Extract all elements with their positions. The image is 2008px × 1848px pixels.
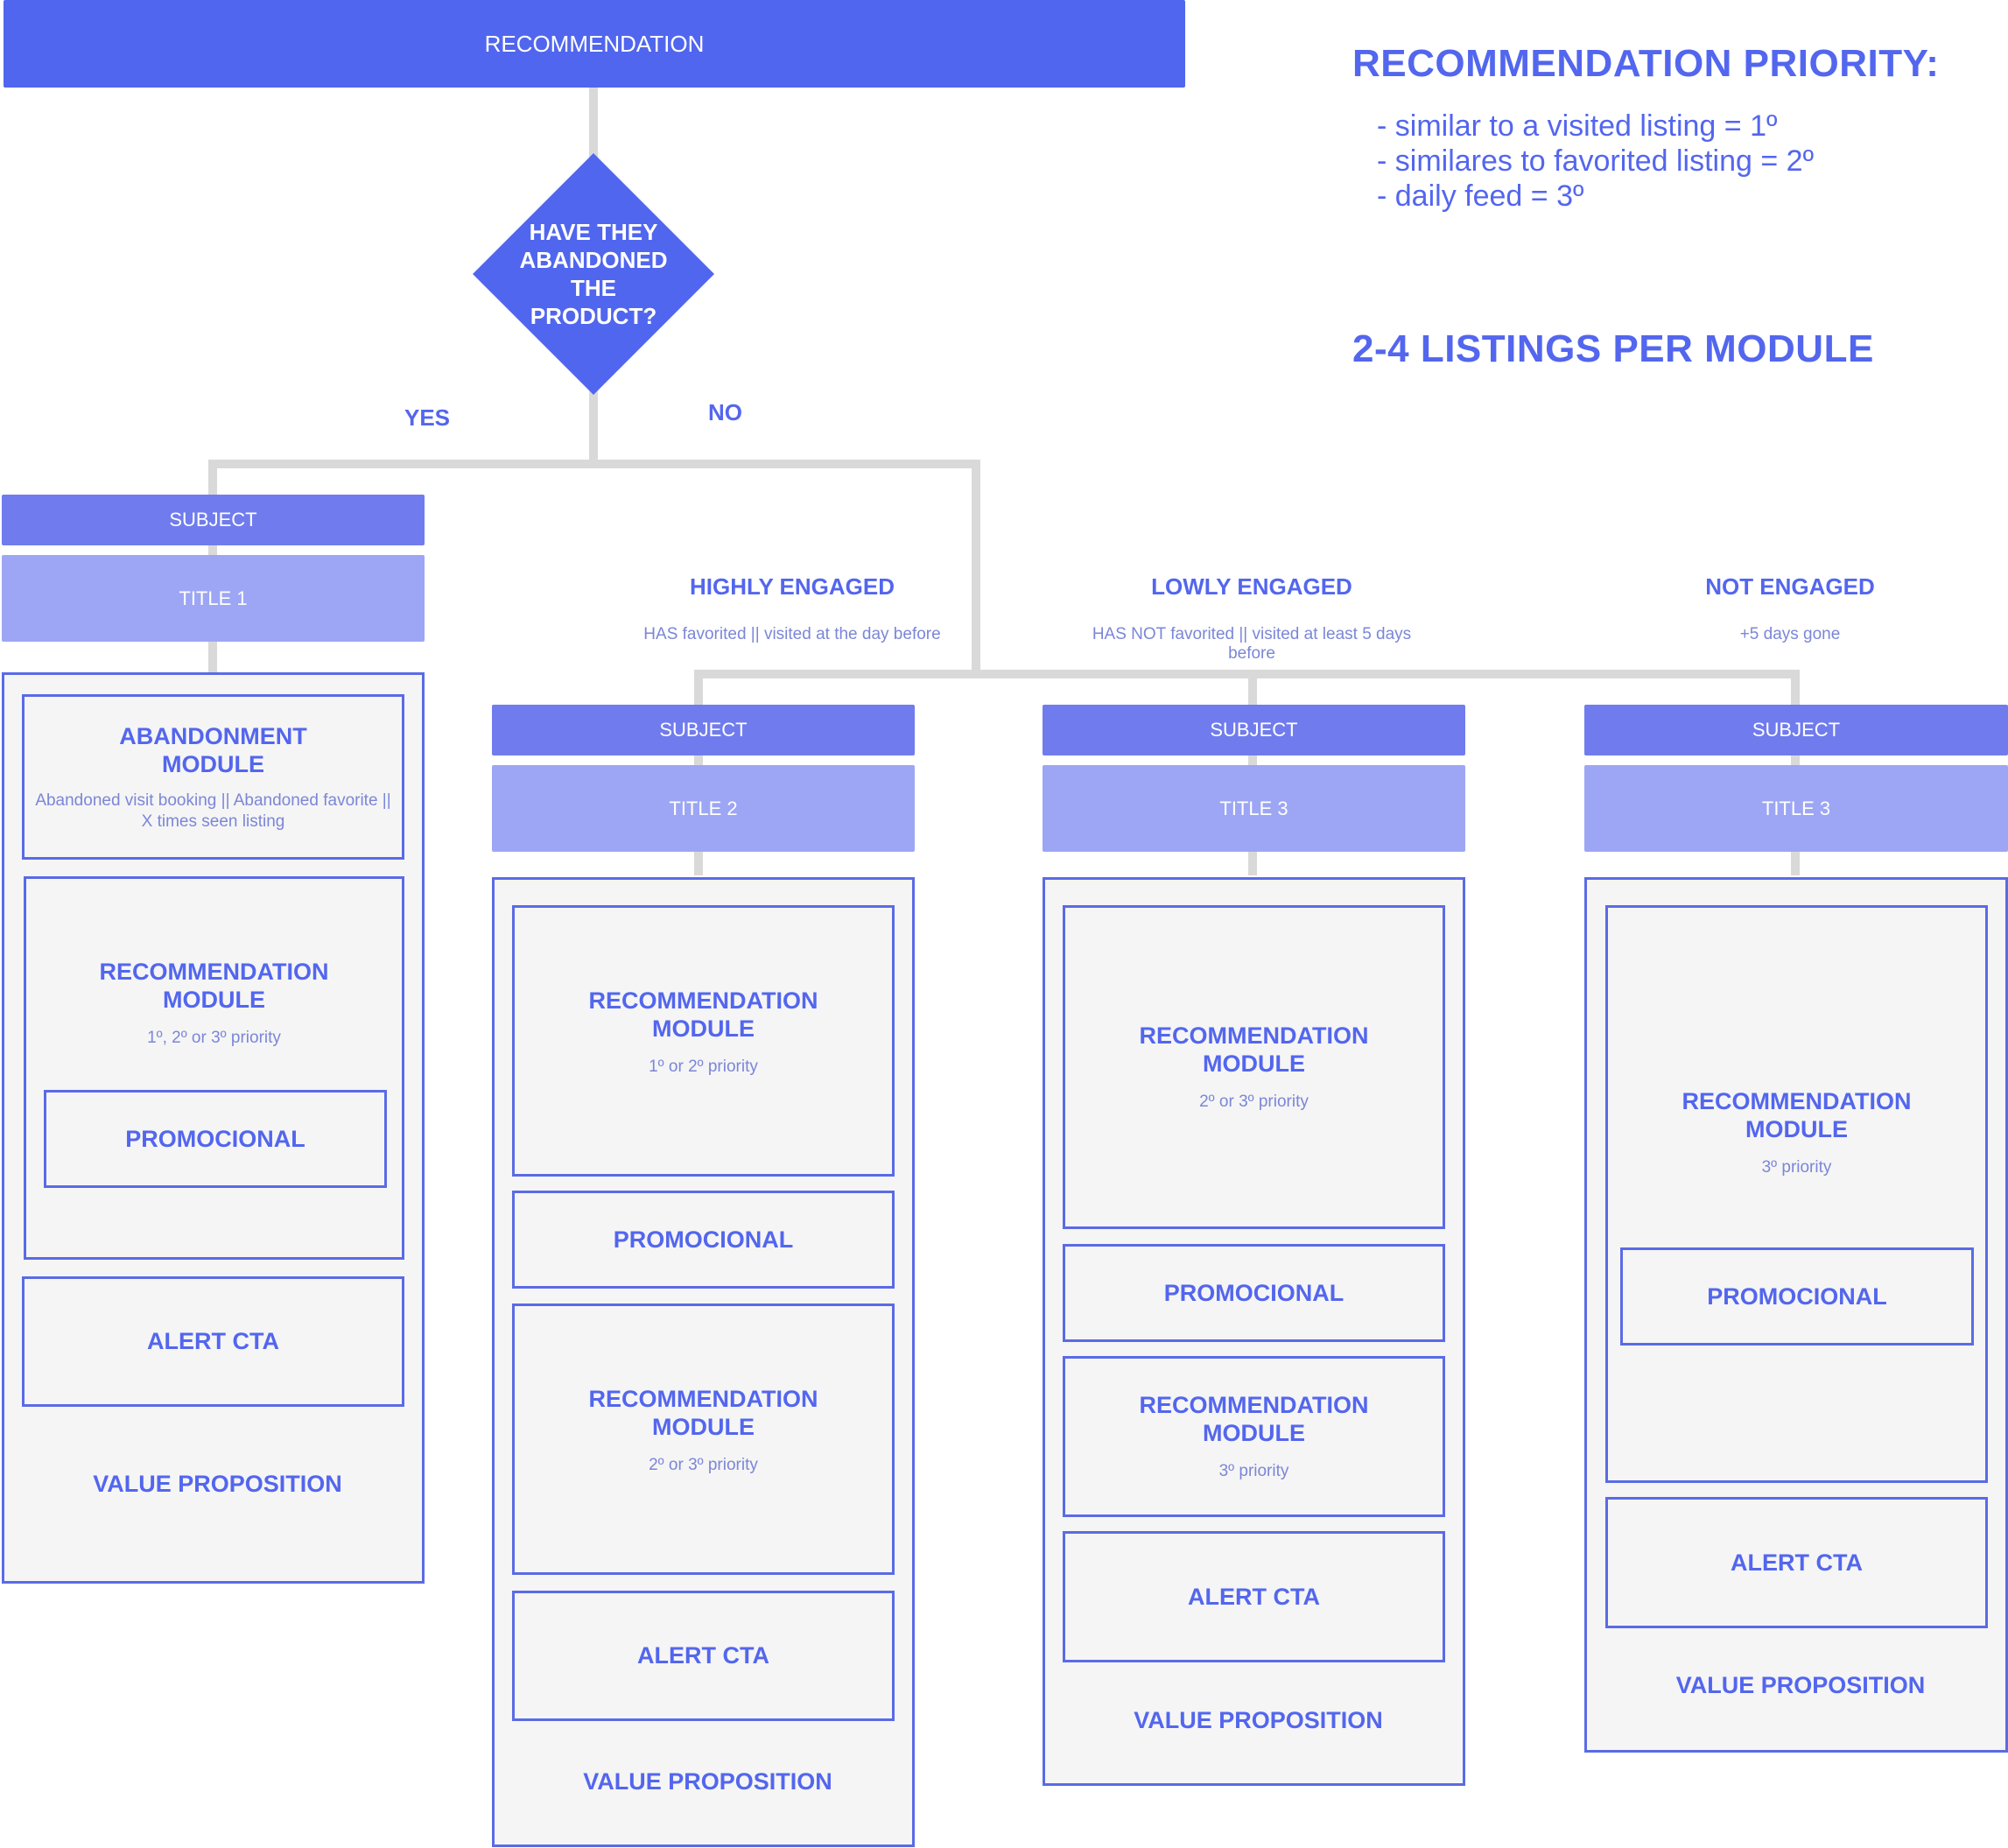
segment-not-engaged: NOT ENGAGED +5 days gone: [1654, 573, 1926, 644]
value-proposition: VALUE PROPOSITION: [93, 1470, 342, 1497]
recommendation-module: RECOMMENDATION MODULE 1º or 2º priority: [512, 905, 895, 1177]
promocional-module: PROMOCIONAL: [1620, 1247, 1974, 1346]
alert-cta-label: ALERT CTA: [1731, 1549, 1863, 1576]
module-subtitle: 1º or 2º priority: [649, 1058, 758, 1076]
promocional-module: PROMOCIONAL: [512, 1191, 895, 1289]
priority-list: - similar to a visited listing = 1º - si…: [1377, 109, 1814, 214]
recommendation-header: RECOMMENDATION: [4, 0, 1185, 88]
priority-heading: RECOMMENDATION PRIORITY:: [1352, 42, 1940, 85]
decision-question: HAVE THEY ABANDONED THE PRODUCT?: [519, 219, 668, 329]
module-subtitle: 3º priority: [1761, 1158, 1832, 1177]
segment-lowly-engaged: LOWLY ENGAGED HAS NOT favorited || visit…: [1077, 573, 1427, 664]
value-proposition: VALUE PROPOSITION: [1675, 1671, 1926, 1698]
priority-item: - similar to a visited listing = 1º: [1377, 109, 1778, 143]
segment-highly-engaged: HIGHLY ENGAGED HAS favorited || visited …: [639, 573, 945, 644]
promocional-label: PROMOCIONAL: [613, 1226, 794, 1253]
module-subtitle: 2º or 3º priority: [1199, 1093, 1309, 1111]
alert-cta-label: ALERT CTA: [147, 1328, 279, 1354]
recommendation-module: RECOMMENDATION MODULE 3º priority: [1063, 1356, 1445, 1517]
abandonment-module: ABANDONMENT MODULE Abandoned visit booki…: [22, 694, 404, 860]
promocional-label: PROMOCIONAL: [1707, 1282, 1887, 1310]
segment-title: NOT ENGAGED: [1705, 573, 1875, 600]
recommendation-module: RECOMMENDATION MODULE 3º priority PROMOC…: [1605, 905, 1988, 1483]
alert-cta-label: ALERT CTA: [637, 1642, 769, 1669]
module-text: RECOMMENDATION MODULE 3º priority: [1608, 1087, 1985, 1178]
no-label: NO: [708, 399, 742, 425]
module-subtitle: 2º or 3º priority: [649, 1456, 758, 1474]
email-4-title: TITLE 3: [1584, 765, 2008, 852]
listings-note: 2-4 LISTINGS PER MODULE: [1352, 327, 1874, 370]
module-title: RECOMMENDATION MODULE: [1139, 1392, 1369, 1446]
recommendation-header-label: RECOMMENDATION: [484, 30, 705, 57]
promocional-label: PROMOCIONAL: [1163, 1279, 1345, 1306]
promocional-module: PROMOCIONAL: [44, 1090, 387, 1188]
email-4-subject: SUBJECT: [1584, 705, 2008, 755]
decision-diamond: [473, 153, 714, 395]
module-title: RECOMMENDATION MODULE: [99, 959, 329, 1013]
title-label: TITLE 2: [669, 797, 738, 819]
recommendation-module: RECOMMENDATION MODULE 1º, 2º or 3º prior…: [24, 876, 404, 1260]
module-title: RECOMMENDATION MODULE: [1682, 1088, 1912, 1142]
subject-label: SUBJECT: [1210, 719, 1298, 741]
email-2-subject: SUBJECT: [492, 705, 915, 755]
alert-cta[interactable]: ALERT CTA: [22, 1276, 404, 1407]
module-title: RECOMMENDATION MODULE: [588, 987, 818, 1042]
segment-subtitle: +5 days gone: [1739, 625, 1841, 643]
module-subtitle: Abandoned visit booking || Abandoned fav…: [35, 790, 391, 831]
value-proposition: VALUE PROPOSITION: [583, 1767, 832, 1795]
priority-item: - daily feed = 3º: [1377, 179, 1584, 213]
email-2-title: TITLE 2: [492, 765, 915, 852]
module-text: RECOMMENDATION MODULE 1º, 2º or 3º prior…: [26, 958, 402, 1049]
subject-label: SUBJECT: [659, 719, 748, 741]
module-title: ABANDONMENT MODULE: [119, 722, 307, 777]
title-label: TITLE 3: [1219, 797, 1288, 819]
promocional-module: PROMOCIONAL: [1063, 1244, 1445, 1342]
alert-cta-label: ALERT CTA: [1188, 1583, 1320, 1610]
email-1-title: TITLE 1: [2, 555, 425, 642]
email-3-title: TITLE 3: [1043, 765, 1465, 852]
value-proposition: VALUE PROPOSITION: [1134, 1706, 1383, 1733]
recommendation-module: RECOMMENDATION MODULE 2º or 3º priority: [512, 1303, 895, 1575]
module-subtitle: 1º, 2º or 3º priority: [147, 1029, 281, 1047]
alert-cta[interactable]: ALERT CTA: [1605, 1497, 1988, 1628]
alert-cta[interactable]: ALERT CTA: [512, 1591, 895, 1721]
subject-label: SUBJECT: [169, 509, 257, 531]
segment-subtitle: HAS favorited || visited at the day befo…: [643, 625, 941, 643]
segment-title: HIGHLY ENGAGED: [689, 573, 895, 600]
promocional-label: PROMOCIONAL: [125, 1125, 305, 1152]
email-3-subject: SUBJECT: [1043, 705, 1465, 755]
recommendation-module: RECOMMENDATION MODULE 2º or 3º priority: [1063, 905, 1445, 1229]
title-label: TITLE 3: [1761, 797, 1831, 819]
module-subtitle: 3º priority: [1218, 1462, 1289, 1480]
subject-label: SUBJECT: [1752, 719, 1841, 741]
email-1-subject: SUBJECT: [2, 495, 425, 545]
module-title: RECOMMENDATION MODULE: [1139, 1022, 1369, 1077]
alert-cta[interactable]: ALERT CTA: [1063, 1531, 1445, 1662]
segment-subtitle: HAS NOT favorited || visited at least 5 …: [1092, 625, 1412, 663]
title-label: TITLE 1: [179, 587, 248, 609]
segment-title: LOWLY ENGAGED: [1151, 573, 1352, 600]
yes-label: YES: [404, 404, 451, 431]
priority-item: - similares to favorited listing = 2º: [1377, 144, 1814, 178]
module-title: RECOMMENDATION MODULE: [588, 1386, 818, 1440]
